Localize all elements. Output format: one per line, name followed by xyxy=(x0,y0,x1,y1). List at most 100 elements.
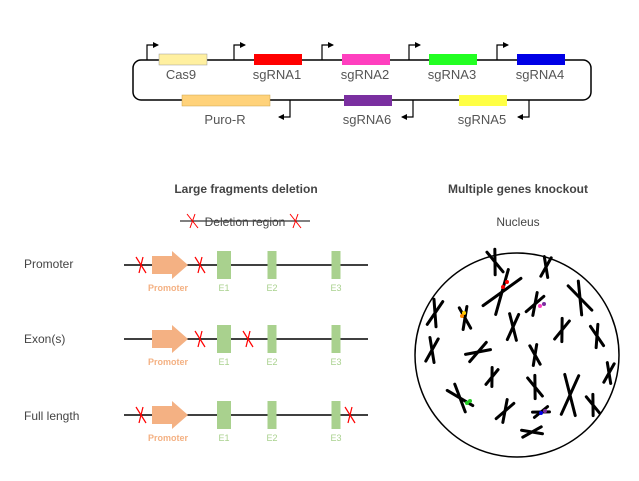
sgrna6-label: sgRNA6 xyxy=(343,112,391,127)
knockout-mark xyxy=(462,311,466,315)
chromosome xyxy=(520,425,544,439)
chromosome xyxy=(588,322,606,350)
promoter-arrow-sgrna4 xyxy=(496,42,509,60)
exon-label: E1 xyxy=(218,433,229,443)
sgrna4-label: sgRNA4 xyxy=(516,67,564,82)
chromosome xyxy=(425,297,445,329)
exon-label: E3 xyxy=(330,433,341,443)
sgrna2-label: sgRNA2 xyxy=(341,67,389,82)
exon-label: E1 xyxy=(218,357,229,367)
chromosome xyxy=(524,291,546,317)
chromosome xyxy=(526,373,544,401)
nucleus-circle xyxy=(414,252,620,458)
puror-label: Puro-R xyxy=(204,112,245,127)
promoter-label: Promoter xyxy=(148,433,189,443)
chromosome xyxy=(424,335,440,365)
promoter-arrow-shape xyxy=(152,325,188,353)
plasmid-construct: Cas9 sgRNA1 sgRNA2 sgRNA3 sgRNA4 Puro-R … xyxy=(132,42,592,127)
nucleus-label: Nucleus xyxy=(496,215,539,229)
knockout-mark xyxy=(505,280,509,284)
exon-block xyxy=(267,251,277,279)
deletion-legend: Deletion region xyxy=(180,213,310,229)
chromosome xyxy=(485,247,505,277)
bottom-promoter-arrows xyxy=(278,100,530,120)
chromosome xyxy=(553,316,571,344)
exon-label: E2 xyxy=(266,433,277,443)
chromosomes xyxy=(424,247,616,439)
cut-mark xyxy=(197,330,203,348)
promoter-arrow-cas9 xyxy=(146,42,159,60)
promoter-arrow-sgrna6 xyxy=(401,100,414,120)
cut-mark xyxy=(189,213,196,229)
cut-mark xyxy=(197,256,203,274)
sgrna4-block xyxy=(517,54,565,65)
exon-label: E2 xyxy=(266,283,277,293)
sgrna2-block xyxy=(342,54,390,65)
chromosome xyxy=(457,304,473,332)
knockout-mark xyxy=(460,314,464,318)
sgrna6-block xyxy=(344,95,392,106)
knockout-mark xyxy=(542,302,546,306)
exon-block xyxy=(267,401,277,429)
puror-block xyxy=(181,94,271,107)
exon-block xyxy=(217,401,231,429)
knockout-panel: Multiple genes knockout Nucleus xyxy=(414,182,620,458)
knockout-mark xyxy=(465,401,469,405)
row-label-full-length: Full length xyxy=(24,409,79,423)
exon-block xyxy=(331,325,341,353)
cut-mark xyxy=(138,406,144,424)
sgrna3-label: sgRNA3 xyxy=(428,67,476,82)
sgrna5-block xyxy=(459,95,507,106)
row-label-promoter: Promoter xyxy=(24,257,73,271)
cut-mark xyxy=(138,256,144,274)
cut-mark xyxy=(347,406,353,424)
chromosome xyxy=(566,279,594,317)
chromosome xyxy=(481,268,523,316)
knockout-mark xyxy=(468,399,472,403)
sgrna5-label: sgRNA5 xyxy=(458,112,506,127)
exon-block xyxy=(217,325,231,353)
promoter-arrow-sgrna1 xyxy=(233,42,246,60)
chromosome xyxy=(559,372,581,418)
knockout-mark xyxy=(543,409,547,413)
exon-label: E1 xyxy=(218,283,229,293)
cut-mark xyxy=(292,213,299,229)
knockout-mark xyxy=(539,411,543,415)
promoter-arrow-sgrna2 xyxy=(321,42,334,60)
deletion-panel-title: Large fragments deletion xyxy=(174,182,317,196)
knockout-mark xyxy=(501,285,505,289)
sgrna1-label: sgRNA1 xyxy=(253,67,301,82)
chromosome xyxy=(528,343,542,367)
cut-mark xyxy=(245,330,251,348)
promoter-arrow-shape xyxy=(152,401,188,429)
exon-block xyxy=(267,325,277,353)
promoter-label: Promoter xyxy=(148,357,189,367)
promoter-arrow-puror xyxy=(278,100,291,120)
deletion-panel: Large fragments deletion Deletion region… xyxy=(24,182,368,443)
top-promoter-arrows xyxy=(146,42,509,60)
exon-label: E2 xyxy=(266,357,277,367)
knockout-mark xyxy=(538,304,542,308)
exon-label: E3 xyxy=(330,357,341,367)
exon-block xyxy=(217,251,231,279)
sgrna1-block xyxy=(254,54,302,65)
chromosome xyxy=(539,255,553,279)
cas9-block xyxy=(158,53,208,66)
exon-block xyxy=(331,251,341,279)
promoter-label: Promoter xyxy=(148,283,189,293)
sgrna3-block xyxy=(429,54,477,65)
gene-row-exons: Promoter E1 E2 E3 xyxy=(124,325,368,367)
promoter-arrow-shape xyxy=(152,251,188,279)
deletion-region-label: Deletion region xyxy=(205,215,286,229)
chromosome xyxy=(484,365,500,389)
cas9-label: Cas9 xyxy=(166,67,196,82)
promoter-arrow-sgrna5 xyxy=(517,100,530,120)
chromosome xyxy=(494,398,516,424)
chromosome xyxy=(464,340,492,364)
chromosome xyxy=(584,392,602,418)
exon-block xyxy=(331,401,341,429)
gene-row-full-length: Promoter E1 E2 E3 xyxy=(124,401,368,443)
knockout-panel-title: Multiple genes knockout xyxy=(448,182,588,196)
